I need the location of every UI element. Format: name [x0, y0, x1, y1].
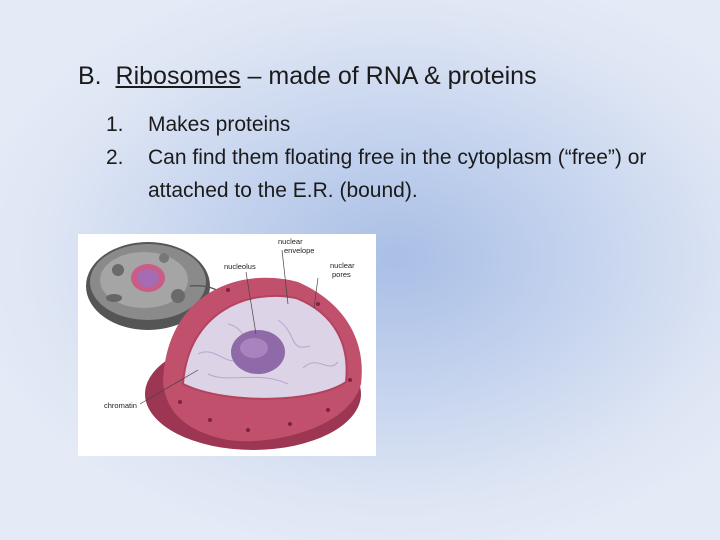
list-number: 2. [106, 146, 124, 169]
heading-term: Ribosomes [115, 62, 241, 90]
label-nuclear-envelope-1: nuclear [278, 237, 303, 246]
list-item: 1. Makes proteins [106, 108, 668, 141]
label-nuclear-pores-2: pores [332, 270, 351, 279]
label-nuclear-envelope-2: envelope [284, 246, 314, 255]
list-number: 1. [106, 113, 124, 136]
nucleus-diagram: nuclear envelope nucleolus nuclear pores… [78, 234, 376, 456]
list-text: Makes proteins [148, 113, 291, 136]
whole-cell-illustration [86, 242, 210, 330]
nucleus-cutaway [145, 277, 362, 450]
bullet-list: 1. Makes proteins 2. Can find them float… [106, 108, 668, 207]
label-nuclear-pores-1: nuclear [330, 261, 355, 270]
heading-prefix: B. [78, 62, 102, 90]
label-chromatin: chromatin [104, 401, 137, 410]
list-text: Can find them floating free in the cytop… [148, 146, 647, 202]
heading-rest: – made of RNA & proteins [247, 62, 537, 90]
list-item: 2. Can find them floating free in the cy… [106, 141, 668, 207]
label-nucleolus: nucleolus [224, 262, 256, 271]
slide-heading: B. Ribosomes – made of RNA & proteins [78, 62, 537, 91]
